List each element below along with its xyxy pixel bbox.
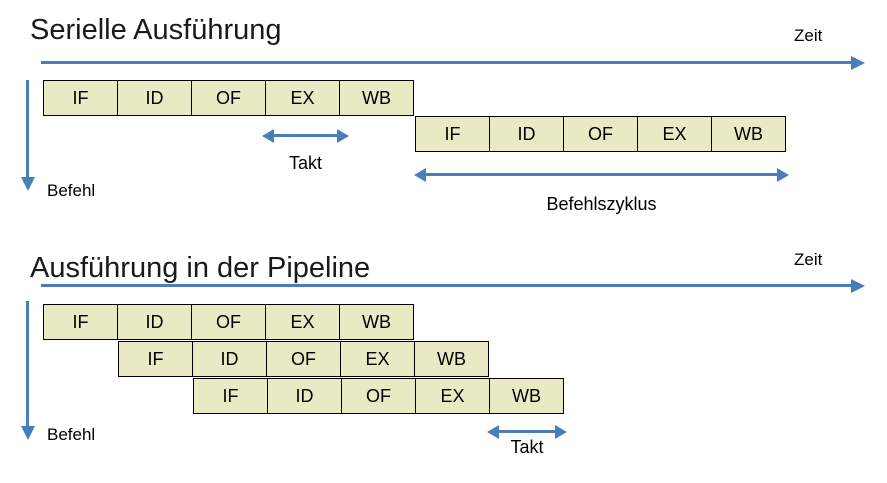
arrowhead-right-icon [337, 128, 349, 143]
arrowhead-right-icon [777, 167, 789, 182]
stage-box-wb: WB [489, 378, 564, 414]
arrowhead-right-icon [555, 424, 567, 439]
arrowhead-left-icon [414, 167, 426, 182]
stage-box-of: OF [266, 341, 341, 377]
pipeline-time-axis-line [41, 284, 853, 287]
instruction-cycle-measure-arrow [414, 167, 789, 183]
measure-bar [422, 173, 781, 176]
pipeline-instruction-axis-arrowhead-icon [20, 426, 35, 440]
stage-box-wb: WB [711, 116, 786, 152]
pipeline-clock-measure-arrow [487, 424, 567, 440]
stage-box-if: IF [193, 378, 268, 414]
pipeline-instruction-row-2: IF ID OF EX WB [118, 341, 489, 377]
stage-box-id: ID [267, 378, 342, 414]
stage-box-of: OF [191, 304, 266, 340]
stage-box-ex: EX [415, 378, 490, 414]
stage-box-wb: WB [339, 304, 414, 340]
pipeline-time-axis-arrowhead-icon [851, 278, 865, 293]
pipeline-instruction-axis-line [26, 301, 29, 426]
stage-box-of: OF [191, 80, 266, 116]
pipeline-instruction-row-1: IF ID OF EX WB [43, 304, 414, 340]
measure-bar [495, 430, 559, 433]
pipeline-section-title: Ausführung in der Pipeline [30, 252, 371, 284]
measure-bar [270, 134, 341, 137]
serial-instruction-axis-arrowhead-icon [20, 177, 35, 191]
serial-time-axis-line [41, 61, 853, 64]
stage-box-id: ID [489, 116, 564, 152]
stage-box-ex: EX [637, 116, 712, 152]
serial-section-title: Serielle Ausführung [30, 14, 282, 46]
serial-clock-measure-arrow [262, 128, 349, 144]
stage-box-if: IF [415, 116, 490, 152]
stage-box-of: OF [341, 378, 416, 414]
stage-box-wb: WB [414, 341, 489, 377]
pipeline-instruction-axis-label: Befehl [47, 425, 96, 444]
arrowhead-left-icon [487, 424, 499, 439]
pipeline-instruction-row-3: IF ID OF EX WB [193, 378, 564, 414]
serial-clock-measure-label: Takt [288, 153, 322, 173]
stage-box-if: IF [43, 80, 118, 116]
serial-instruction-axis-label: Befehl [47, 181, 96, 200]
instruction-cycle-measure-label: Befehlszyklus [546, 194, 657, 214]
arrowhead-left-icon [262, 128, 274, 143]
stage-box-if: IF [118, 341, 193, 377]
stage-box-ex: EX [265, 80, 340, 116]
serial-instruction-row-2: IF ID OF EX WB [415, 116, 786, 152]
stage-box-id: ID [117, 304, 192, 340]
stage-box-id: ID [192, 341, 267, 377]
serial-instruction-row-1: IF ID OF EX WB [43, 80, 414, 116]
serial-time-axis-label: Zeit [794, 26, 823, 45]
stage-box-ex: EX [340, 341, 415, 377]
stage-box-ex: EX [265, 304, 340, 340]
stage-box-id: ID [117, 80, 192, 116]
pipeline-clock-measure-label: Takt [510, 437, 544, 457]
stage-box-if: IF [43, 304, 118, 340]
stage-box-of: OF [563, 116, 638, 152]
serial-time-axis-arrowhead-icon [851, 55, 865, 70]
stage-box-wb: WB [339, 80, 414, 116]
pipeline-time-axis-label: Zeit [794, 250, 823, 269]
serial-instruction-axis-line [26, 80, 29, 177]
